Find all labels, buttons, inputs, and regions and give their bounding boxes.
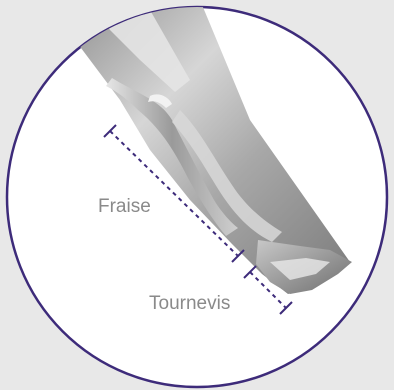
fraise-label: Fraise <box>98 197 151 216</box>
tournevis-label: Tournevis <box>149 294 230 313</box>
